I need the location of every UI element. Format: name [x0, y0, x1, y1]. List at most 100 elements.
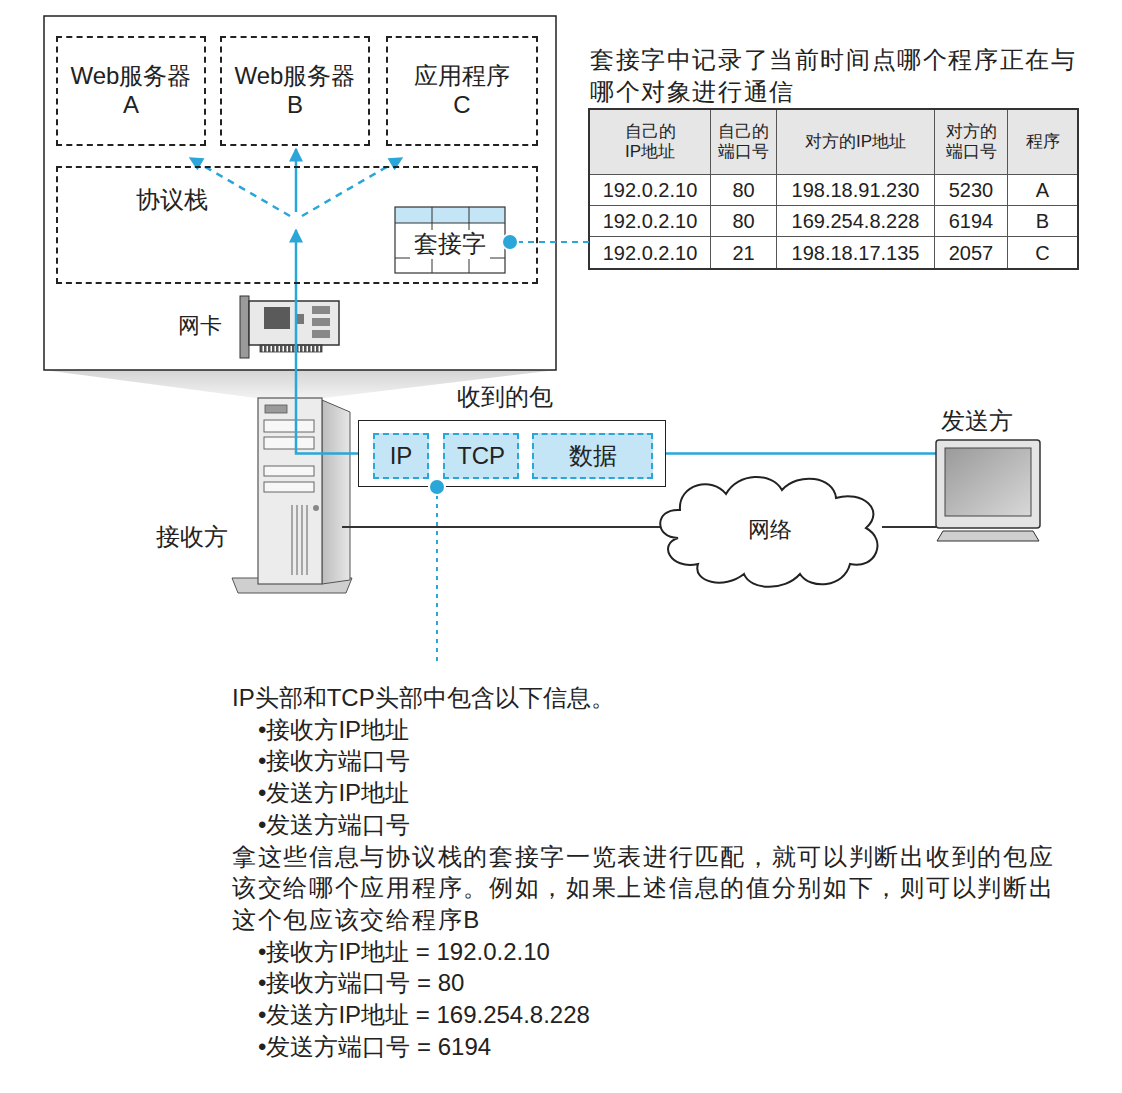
- nic-bracket: [240, 296, 249, 358]
- table-header-cell: 程序: [1007, 110, 1077, 174]
- table-header-cell: 自己的 IP地址: [590, 110, 710, 174]
- table-value: 192.0.2.10: [603, 209, 698, 233]
- program-box: Web服务器 B: [220, 36, 370, 146]
- nic-board: [249, 301, 339, 345]
- drive-bay: [264, 420, 314, 432]
- column-heading: 程序: [1026, 132, 1060, 152]
- link-line: [342, 526, 664, 528]
- table-value: 198.18.91.230: [792, 178, 920, 202]
- node-label: Web服务器 B: [231, 62, 359, 120]
- table-cell: 21: [710, 236, 776, 268]
- bullet-item: •发送方IP地址 = 169.254.8.228: [232, 999, 1112, 1031]
- column-heading: 自己的 IP地址: [619, 122, 680, 161]
- table-header-cell: 对方的IP地址: [776, 110, 934, 174]
- table-cell: 80: [710, 205, 776, 236]
- table-cell: C: [1007, 236, 1077, 268]
- node-label: 收到的包: [457, 383, 553, 412]
- node-label: Web服务器 A: [67, 62, 195, 120]
- grid-line: [395, 223, 505, 224]
- socket-table-icon: 套接字: [394, 206, 506, 274]
- server-front: [258, 398, 322, 584]
- server-tower: [232, 398, 352, 593]
- flow-arrow: [296, 230, 358, 454]
- column-heading: 对方的IP地址: [805, 132, 906, 152]
- node-label: 应用程序 C: [412, 62, 512, 120]
- table-cell: 198.18.91.230: [776, 174, 934, 205]
- receiver-server: 接收方: [150, 395, 352, 595]
- table-value: 5230: [949, 178, 994, 202]
- note-text: IP头部和TCP头部中包含以下信息。: [232, 682, 1112, 714]
- header-field: IP: [373, 433, 429, 479]
- nic-chip: [312, 318, 330, 326]
- nic-chip: [312, 330, 330, 338]
- link-line: [882, 526, 937, 528]
- nic-chip: [312, 306, 330, 314]
- cloud-shape: [660, 477, 877, 587]
- table-value: 2057: [949, 241, 994, 265]
- node-label: 发送方: [941, 407, 1013, 436]
- table-cell: A: [1007, 174, 1077, 205]
- nic-contacts: [260, 345, 322, 352]
- table-cell: 169.254.8.228: [776, 205, 934, 236]
- packet-box: 收到的包IPTCP数据: [358, 420, 666, 487]
- node-label: 数据: [569, 442, 617, 471]
- table-cell: 192.0.2.10: [590, 205, 710, 236]
- note-text: 拿这些信息与协议栈的套接字一览表进行匹配，就可以判断出收到的包应 该交给哪个应用…: [232, 841, 1062, 936]
- link-line: [666, 452, 937, 455]
- network-cloud: 网络: [650, 468, 890, 592]
- node-label: TCP: [457, 442, 505, 471]
- table-value: 6194: [949, 209, 994, 233]
- explanation-note: IP头部和TCP头部中包含以下信息。•接收方IP地址•接收方端口号•发送方IP地…: [232, 682, 1112, 1062]
- leader-dot: [502, 234, 518, 250]
- column-heading: 自己的 端口号: [713, 122, 774, 161]
- program-box: Web服务器 A: [56, 36, 206, 146]
- node-label: 网络: [748, 517, 792, 543]
- bullet-item: •发送方IP地址: [232, 777, 1112, 809]
- nic-card: [240, 296, 339, 358]
- table-cell: 2057: [934, 236, 1007, 268]
- table-value: 198.18.17.135: [792, 241, 920, 265]
- table-value: C: [1035, 241, 1049, 265]
- table-header-cell: 对方的 端口号: [934, 110, 1007, 174]
- server-inside-panel: [44, 16, 556, 370]
- node-label: 协议栈: [136, 186, 208, 215]
- sender-computer: 发送方: [925, 405, 1045, 545]
- bullet-item: •接收方IP地址: [232, 714, 1112, 746]
- table-caption: 套接字中记录了当前时间点哪个程序正在与 哪个对象进行通信: [590, 44, 1082, 108]
- bullet-item: •接收方IP地址 = 192.0.2.10: [232, 936, 1112, 968]
- nic-chip: [264, 307, 290, 329]
- node-label: IP: [390, 442, 413, 471]
- protocol-stack-box: 协议栈套接字: [56, 166, 538, 284]
- monitor-screen: [945, 448, 1031, 516]
- server-led: [265, 405, 287, 413]
- table-value: 80: [732, 209, 754, 233]
- bullet-item: •发送方端口号: [232, 809, 1112, 841]
- bullet-item: •接收方端口号: [232, 745, 1112, 777]
- drive-bay: [264, 437, 314, 449]
- flow-arrow: [295, 149, 298, 212]
- leader-line: [436, 495, 438, 666]
- table-header-cell: 自己的 端口号: [710, 110, 776, 174]
- column-heading: 对方的 端口号: [940, 122, 1001, 161]
- table-cell: 80: [710, 174, 776, 205]
- server-side: [322, 400, 350, 584]
- table-cell: 6194: [934, 205, 1007, 236]
- data-field: 数据: [532, 433, 653, 479]
- table-value: 21: [732, 241, 754, 265]
- table-value: 80: [732, 178, 754, 202]
- table-cell: B: [1007, 205, 1077, 236]
- server-vent: [291, 505, 311, 575]
- leader-dot: [429, 479, 445, 495]
- bullet-item: •接收方端口号 = 80: [232, 967, 1112, 999]
- monitor-bezel: [936, 440, 1040, 528]
- drive-bay: [264, 482, 314, 492]
- table-cell: 192.0.2.10: [590, 174, 710, 205]
- table-cell: 192.0.2.10: [590, 236, 710, 268]
- grid-header: [395, 207, 505, 223]
- power-button: [313, 505, 319, 511]
- table-cell: 198.18.17.135: [776, 236, 934, 268]
- grid-outline: [395, 207, 505, 273]
- drive-bay: [264, 466, 314, 476]
- part-label: 网卡: [178, 312, 238, 340]
